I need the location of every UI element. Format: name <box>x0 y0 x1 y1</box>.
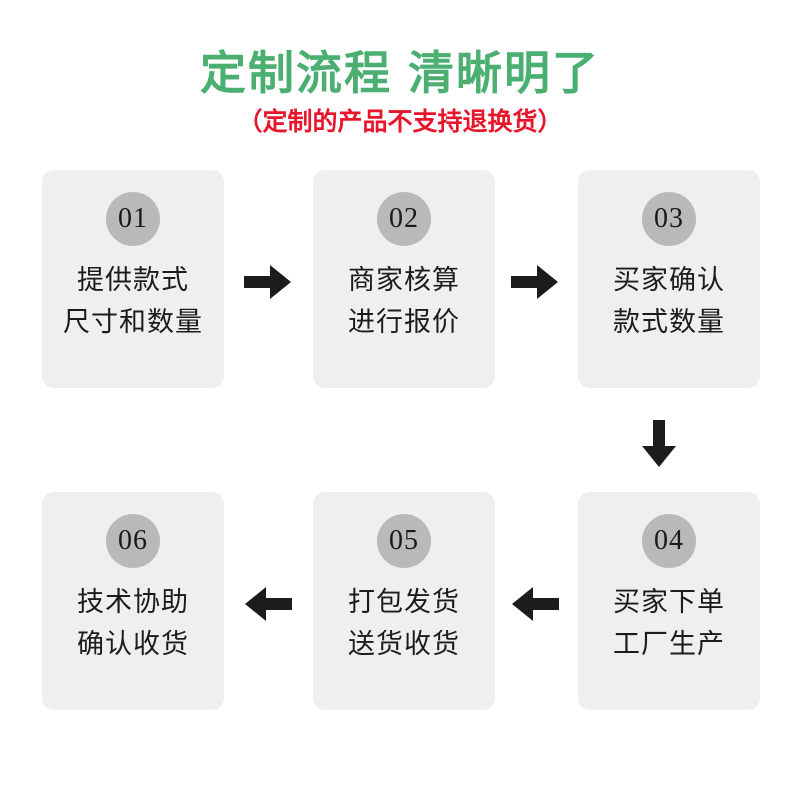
arrow-left-icon <box>244 586 292 622</box>
step-label-01-line-1: 提供款式 <box>77 265 189 295</box>
step-label-04-line-1: 买家下单 <box>613 587 725 617</box>
arrow-right-icon <box>244 264 292 300</box>
step-label-01-line-2: 尺寸和数量 <box>63 306 203 337</box>
page-title-part-2: 清晰明了 <box>408 47 600 99</box>
step-number-badge-03: 03 <box>642 192 696 246</box>
step-label-01: 提供款式 尺寸和数量 <box>42 260 224 344</box>
step-label-06-line-2: 确认收货 <box>77 628 189 659</box>
step-label-03: 买家确认 款式数量 <box>578 260 760 344</box>
step-label-03-line-2: 款式数量 <box>613 306 725 337</box>
step-label-06: 技术协助 确认收货 <box>42 582 224 666</box>
header: 定制流程清晰明了 （定制的产品不支持退换货） <box>0 48 800 137</box>
process-step-card-03: 03 买家确认 款式数量 <box>578 170 760 388</box>
step-number-badge-06: 06 <box>106 514 160 568</box>
page-title-part-1: 定制流程 <box>200 47 392 99</box>
arrow-right-icon <box>511 264 559 300</box>
step-label-05-line-2: 送货收货 <box>348 628 460 659</box>
step-label-02-line-1: 商家核算 <box>348 265 460 295</box>
process-step-card-04: 04 买家下单 工厂生产 <box>578 492 760 710</box>
step-label-04: 买家下单 工厂生产 <box>578 582 760 666</box>
step-label-02-line-2: 进行报价 <box>348 306 460 337</box>
step-label-05-line-1: 打包发货 <box>348 587 460 617</box>
step-number-badge-02: 02 <box>377 192 431 246</box>
page-subtitle: （定制的产品不支持退换货） <box>237 107 563 136</box>
step-number-badge-01: 01 <box>106 192 160 246</box>
step-label-03-line-1: 买家确认 <box>613 265 725 295</box>
page-title: 定制流程清晰明了 <box>0 48 800 99</box>
arrow-down-icon <box>641 420 677 468</box>
process-step-card-02: 02 商家核算 进行报价 <box>313 170 495 388</box>
process-step-card-01: 01 提供款式 尺寸和数量 <box>42 170 224 388</box>
process-step-card-05: 05 打包发货 送货收货 <box>313 492 495 710</box>
step-number-badge-05: 05 <box>377 514 431 568</box>
arrow-left-icon <box>511 586 559 622</box>
step-label-06-line-1: 技术协助 <box>77 587 189 617</box>
step-number-badge-04: 04 <box>642 514 696 568</box>
step-label-02: 商家核算 进行报价 <box>313 260 495 344</box>
step-label-05: 打包发货 送货收货 <box>313 582 495 666</box>
process-step-card-06: 06 技术协助 确认收货 <box>42 492 224 710</box>
step-label-04-line-2: 工厂生产 <box>613 628 725 659</box>
